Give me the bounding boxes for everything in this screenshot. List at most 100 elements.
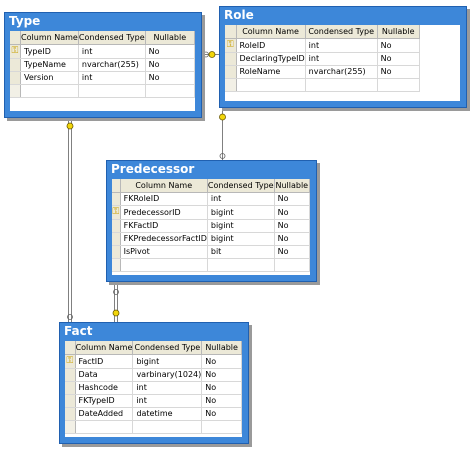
row-selector[interactable] [225, 52, 237, 66]
condensed-type-cell: int [305, 38, 378, 53]
primary-key-icon: ⚿ [11, 45, 19, 56]
condensed-type-cell: nvarchar(255) [78, 58, 146, 72]
relationship-end-icon [208, 51, 216, 58]
nullable-cell: No [274, 245, 310, 259]
row-selector[interactable] [65, 381, 76, 395]
row-selector [10, 84, 21, 98]
empty-row[interactable] [65, 420, 242, 434]
column-name-cell: FactID [75, 354, 134, 369]
condensed-type-cell: int [132, 394, 203, 408]
relationship-end-icon [203, 51, 209, 58]
condensed-type-cell: bigint [207, 232, 275, 246]
row-selector [65, 420, 76, 434]
condensed-type-cell: varbinary(1024) [132, 368, 203, 382]
row-selector[interactable]: ⚿ [10, 44, 21, 59]
empty-row[interactable] [225, 78, 420, 92]
condensed-type-cell: int [78, 44, 146, 59]
table-title: Role [224, 8, 254, 22]
nullable-cell: No [145, 58, 195, 72]
row-selector[interactable] [65, 368, 76, 382]
empty-cell [78, 84, 146, 98]
column-name-cell: FKPredecessorFactID [120, 232, 208, 246]
condensed-type-cell: datetime [132, 407, 203, 421]
relationship-type-fact[interactable] [66, 118, 74, 322]
nullable-cell: No [274, 219, 310, 233]
relationship-end-icon [66, 122, 74, 130]
empty-cell [274, 258, 310, 272]
row-selector[interactable]: ⚿ [225, 38, 237, 53]
relationship-role-predecessor[interactable] [219, 108, 226, 162]
condensed-type-cell: int [305, 52, 378, 66]
table-title: Fact [64, 324, 93, 338]
empty-row[interactable] [112, 258, 310, 272]
column-name-header: Column Name [120, 179, 208, 193]
row-selector[interactable]: ⚿ [65, 354, 76, 369]
empty-row[interactable] [10, 84, 195, 98]
row-selector[interactable] [10, 58, 21, 72]
row-selector[interactable] [65, 394, 76, 408]
column-name-cell: Data [75, 368, 134, 382]
primary-key-icon: ⚿ [66, 355, 74, 366]
primary-key-icon: ⚿ [226, 39, 234, 50]
row-selector[interactable] [112, 219, 121, 233]
column-name-cell: DeclaringTypeID [236, 52, 306, 66]
condensed-type-cell: bigint [132, 354, 203, 369]
relationship-end-icon [67, 314, 73, 320]
row-selector[interactable] [10, 71, 21, 85]
nullable-cell: No [201, 407, 242, 421]
relationship-end-icon [112, 309, 120, 317]
row-selector[interactable] [112, 232, 121, 246]
column-name-cell: FKTypeID [75, 394, 134, 408]
empty-cell [236, 78, 306, 92]
row-selector[interactable] [112, 192, 121, 206]
empty-cell [20, 84, 79, 98]
row-selector[interactable] [65, 407, 76, 421]
nullable-header: Nullable [145, 31, 195, 45]
relationship-end-icon [219, 153, 226, 159]
nullable-cell: No [201, 394, 242, 408]
empty-cell [207, 258, 275, 272]
row-selector[interactable] [225, 65, 237, 79]
condensed-type-cell: int [78, 71, 146, 85]
condensed-type-header: Condensed Type [132, 341, 203, 355]
column-name-cell: PredecessorID [120, 205, 208, 220]
relationship-type-role[interactable] [202, 51, 220, 58]
column-name-cell: FKFactID [120, 219, 208, 233]
nullable-cell: No [274, 205, 310, 220]
nullable-cell: No [274, 192, 310, 206]
relationship-predecessor-fact[interactable] [112, 282, 120, 322]
column-name-cell: Version [20, 71, 79, 85]
condensed-type-cell: int [207, 192, 275, 206]
row-selector[interactable]: ⚿ [112, 205, 121, 220]
nullable-cell: No [145, 44, 195, 59]
column-name-cell: RoleID [236, 38, 306, 53]
column-name-header: Column Name [20, 31, 79, 45]
condensed-type-cell: nvarchar(255) [305, 65, 378, 79]
row-selector[interactable] [112, 245, 121, 259]
column-name-header: Column Name [236, 25, 306, 39]
